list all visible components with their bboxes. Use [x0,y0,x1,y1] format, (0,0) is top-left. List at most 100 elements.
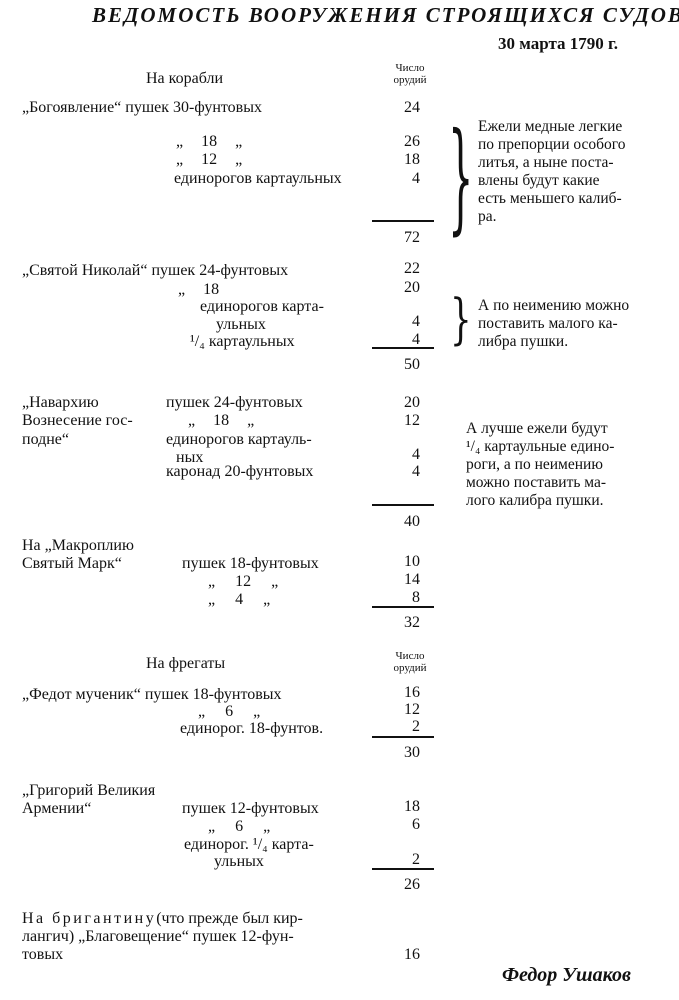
gun-count: 4 [412,446,420,463]
gun-row: ульных [216,316,266,333]
note-line: поставить малого ка- [478,315,618,332]
margin-note-navarkhiya: А лучше ежели будут ¹/₄ картаульные един… [466,420,614,510]
gun-row: „ 18 „ [176,133,243,150]
gun-count: 20 [404,279,420,296]
note-line: ¹/₄ картаульные едино- [466,438,615,455]
document-date: 30 марта 1790 г. [498,34,619,53]
gun-row: „ 6 „ [198,703,261,720]
sum-rule [372,868,434,870]
note-line: по препорции особого [478,136,626,153]
gun-row: „ 12 „ [208,573,279,590]
note-line: А лучше ежели будут [466,420,608,437]
frigates-heading: На фрегаты [146,655,226,672]
gun-count: 16 [404,684,420,701]
column-header-line1: Число [395,650,425,662]
gun-count: 2 [412,851,420,868]
note-line: А по неимению можно [478,297,630,314]
ship-total: 26 [404,876,420,893]
gun-count: 12 [404,412,420,429]
ship-name-navarkhiya-line3: подне“ [22,431,70,448]
ship-total: 32 [404,614,420,631]
note-line: Ежели медные легкие [478,118,623,135]
signature: Федор Ушаков [502,964,631,986]
gun-count: 14 [404,571,420,588]
note-line: есть меньшего калиб- [478,190,622,207]
note-line: литья, а ныне поста- [478,154,614,171]
gun-count: 22 [404,260,420,277]
sum-rule [372,347,434,349]
gun-row: пушек 24-фунтовых [166,394,303,411]
gun-count: 6 [412,816,420,833]
gun-row: единорогов карта- [200,298,324,315]
ship-total: 72 [404,229,420,246]
note-line: можно поставить ма- [466,474,607,491]
brigantine-line2: лангич) „Благовещение“ пушек 12-фун- [22,928,294,945]
gun-count: 18 [404,151,420,168]
ship-total: 40 [404,513,420,530]
document-title: ВЕДОМОСТЬ ВООРУЖЕНИЯ СТРОЯЩИХСЯ СУДОВ [92,3,679,27]
bracket-icon: } [450,288,472,352]
gun-row: „ 6 „ [208,818,271,835]
gun-count: 4 [412,331,420,348]
margin-note-nikolai: А по неимению можно поставить малого ка-… [478,297,629,351]
column-header-line2: орудий [393,74,427,86]
gun-count: 8 [412,589,420,606]
gun-count: 18 [404,798,420,815]
column-header-count: Число орудий [380,650,440,674]
gun-row: ных [176,449,204,466]
margin-note-bogoyavlenie: Ежели медные легкие по препорции особого… [478,118,626,226]
sum-rule [372,606,434,608]
ship-name-navarkhiya-line1: „Навархию [22,394,99,411]
gun-count: 4 [412,313,420,330]
gun-row: единорогов картаульных [174,170,342,187]
ship-total: 50 [404,356,420,373]
ship-name-grigoriy-line1: „Григорий Великия [22,782,156,799]
gun-count: 24 [404,99,420,116]
ship-name-grigoriy-line2: Армении“ [22,800,92,817]
gun-row: „ 18 [178,281,220,298]
note-line: ра. [478,208,497,225]
gun-count: 20 [404,394,420,411]
gun-count: 2 [412,718,420,735]
gun-count: 4 [412,170,420,187]
note-line: либра пушки. [478,333,569,350]
gun-row: „ 4 „ [208,591,271,608]
ship-name-bogoyavlenie: „Богоявление“ пушек 30-фунтовых [22,99,262,116]
ship-name-fedot: „Федот мученик“ пушек 18-фунтовых [22,686,282,703]
sum-rule [372,220,434,222]
ship-name-nikolai: „Святой Николай“ пушек 24-фунтовых [22,262,289,279]
gun-row: ¹/₄ картаульных [190,333,295,350]
ship-total: 30 [404,744,420,761]
ship-name-navarkhiya-line2: Вознесение гос- [22,412,133,429]
gun-row: „ 12 „ [176,151,243,168]
gun-row: каронад 20-фунтовых [166,463,314,480]
ship-name-makropliya-line1: На „Макроплию [22,537,134,554]
column-header-count: Число орудий [380,62,440,86]
gun-row: пушек 18-фунтовых [182,555,319,572]
brigantine-line3: товых [22,946,64,963]
brigantine-rest-text: (что прежде был кир- [156,910,303,927]
note-line: роги, а по неимению [466,456,603,473]
gun-count: 26 [404,133,420,150]
note-line: лого калибра пушки. [466,492,604,509]
sum-rule [372,736,434,738]
column-header-line1: Число [395,62,425,74]
ship-name-makropliya-line2: Святый Марк“ [22,555,122,572]
bracket-icon: } [448,110,474,248]
brigantine-spaced-text: На бригантину [22,910,157,927]
gun-row: единорогов картауль- [166,431,312,448]
gun-count: 10 [404,553,420,570]
column-header-line2: орудий [393,662,427,674]
gun-row: единорог. ¹/₄ карта- [184,836,314,853]
note-line: влены будут какие [478,172,600,189]
brigantine-line1: На бригантину(что прежде был кир- [22,910,303,928]
sum-rule [372,504,434,506]
gun-row: пушек 12-фунтовых [182,800,319,817]
gun-count: 12 [404,701,420,718]
gun-count: 16 [404,946,420,963]
gun-row: единорог. 18-фунтов. [180,720,324,737]
gun-row: ульных [214,853,264,870]
gun-row: „ 18 „ [188,412,255,429]
gun-count: 4 [412,463,420,480]
